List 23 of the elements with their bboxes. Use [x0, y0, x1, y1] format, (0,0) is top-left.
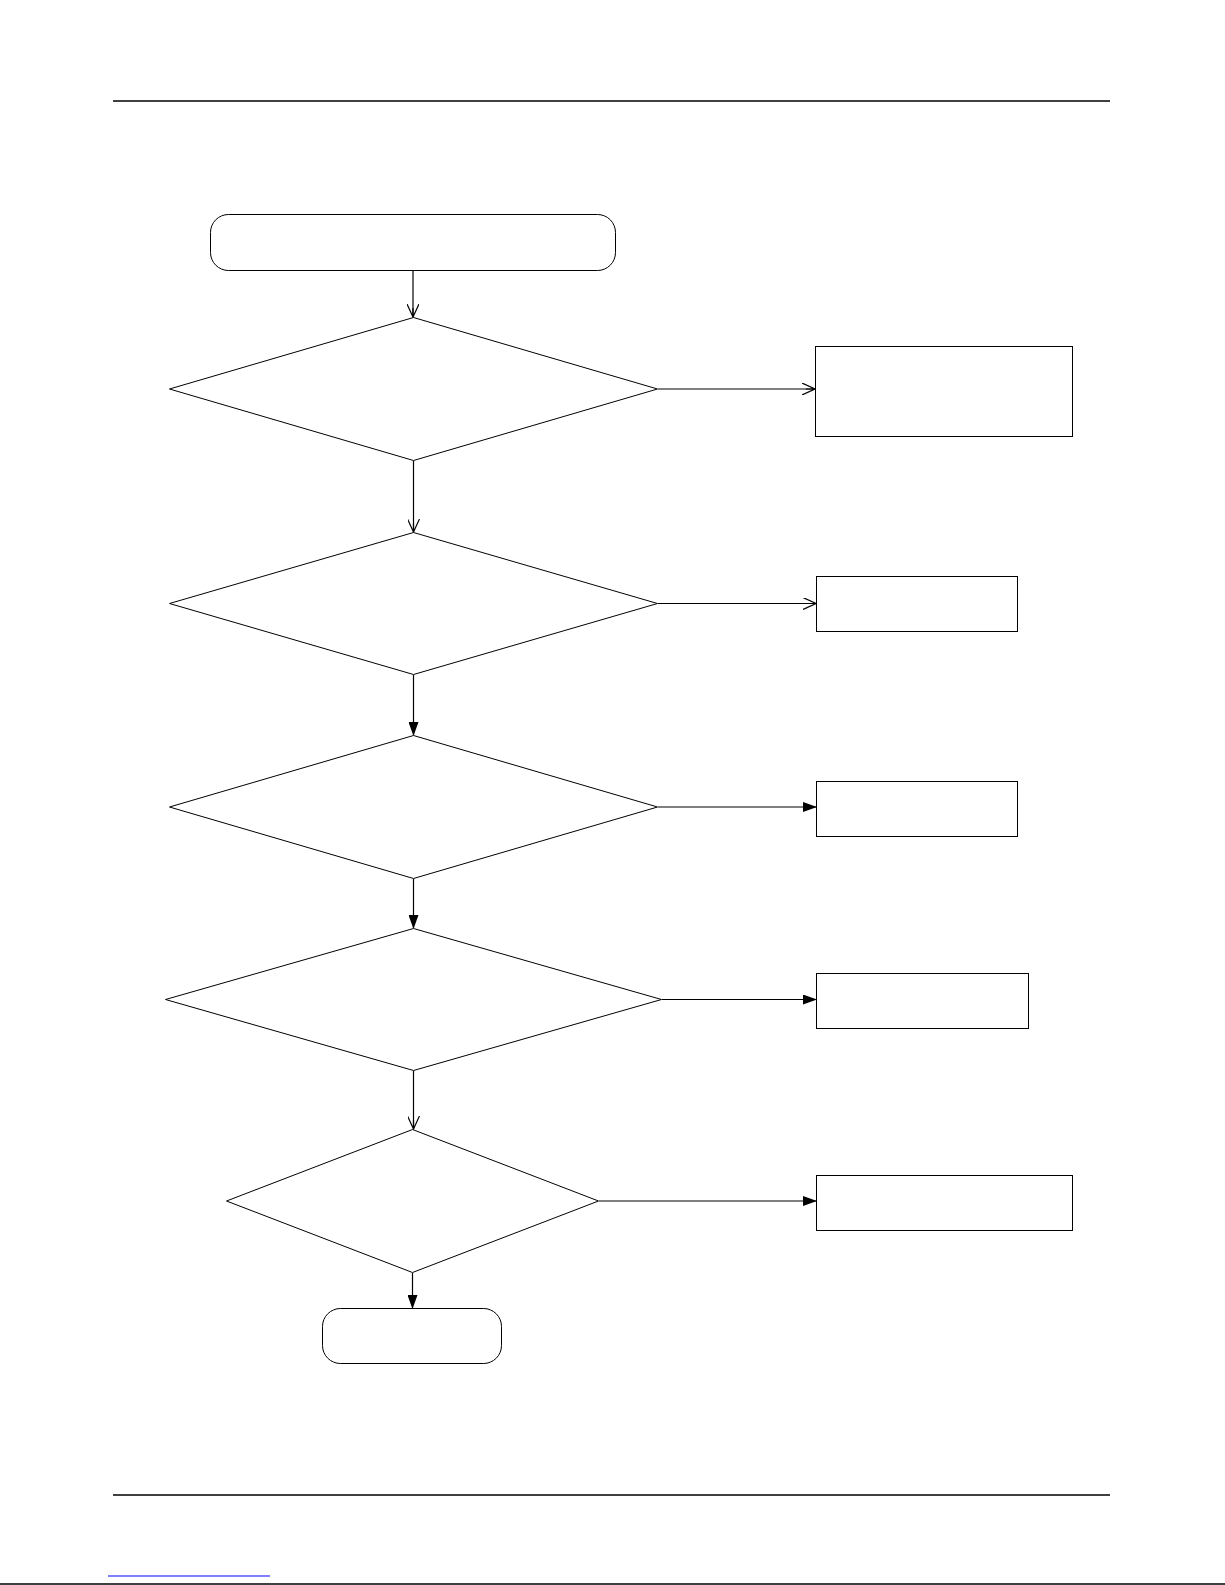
arrow [406, 460, 421, 533]
process-box [815, 346, 1073, 437]
arrow [657, 802, 817, 812]
decision-diamond [226, 1129, 599, 1273]
arrow [661, 994, 817, 1005]
terminal-box [210, 214, 616, 271]
arrow [657, 596, 817, 611]
arrow [408, 878, 419, 929]
process-box [816, 973, 1029, 1029]
decision-diamond [165, 928, 662, 1071]
arrow [407, 1272, 418, 1309]
arrow [657, 382, 816, 396]
process-box [816, 1175, 1073, 1231]
arrow [408, 674, 419, 736]
decision-diamond [169, 532, 658, 675]
arrow [406, 270, 420, 318]
process-box [816, 781, 1018, 837]
terminal-box [322, 1308, 502, 1364]
arrow [406, 1070, 421, 1130]
process-box [816, 576, 1018, 632]
decision-diamond [169, 317, 658, 461]
arrow [598, 1196, 817, 1206]
decision-diamond [169, 735, 658, 879]
